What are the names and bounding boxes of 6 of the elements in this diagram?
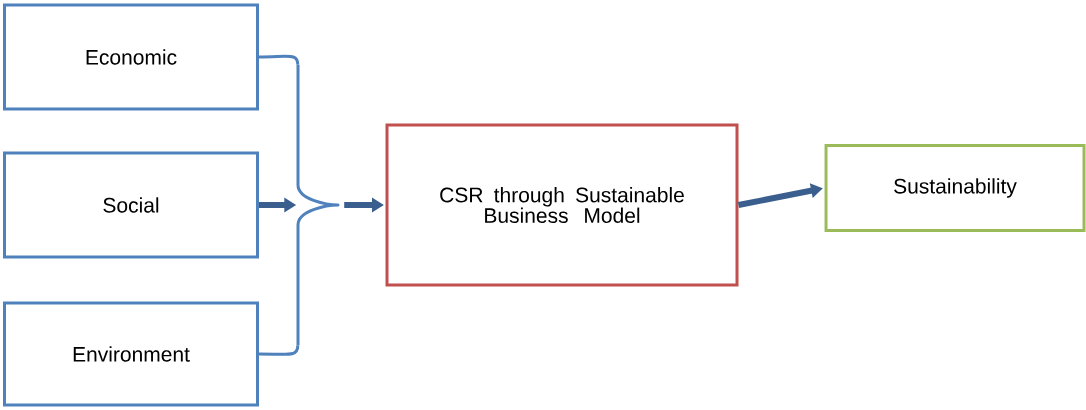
outcome-box: Sustainability <box>824 144 1086 232</box>
process-box: Social <box>3 151 259 259</box>
process-box: Economic <box>3 3 259 111</box>
process-box: Environment <box>3 301 259 407</box>
brace-drawing <box>296 65 340 345</box>
process-box: CSR through Sustainable Business Model <box>385 123 739 287</box>
